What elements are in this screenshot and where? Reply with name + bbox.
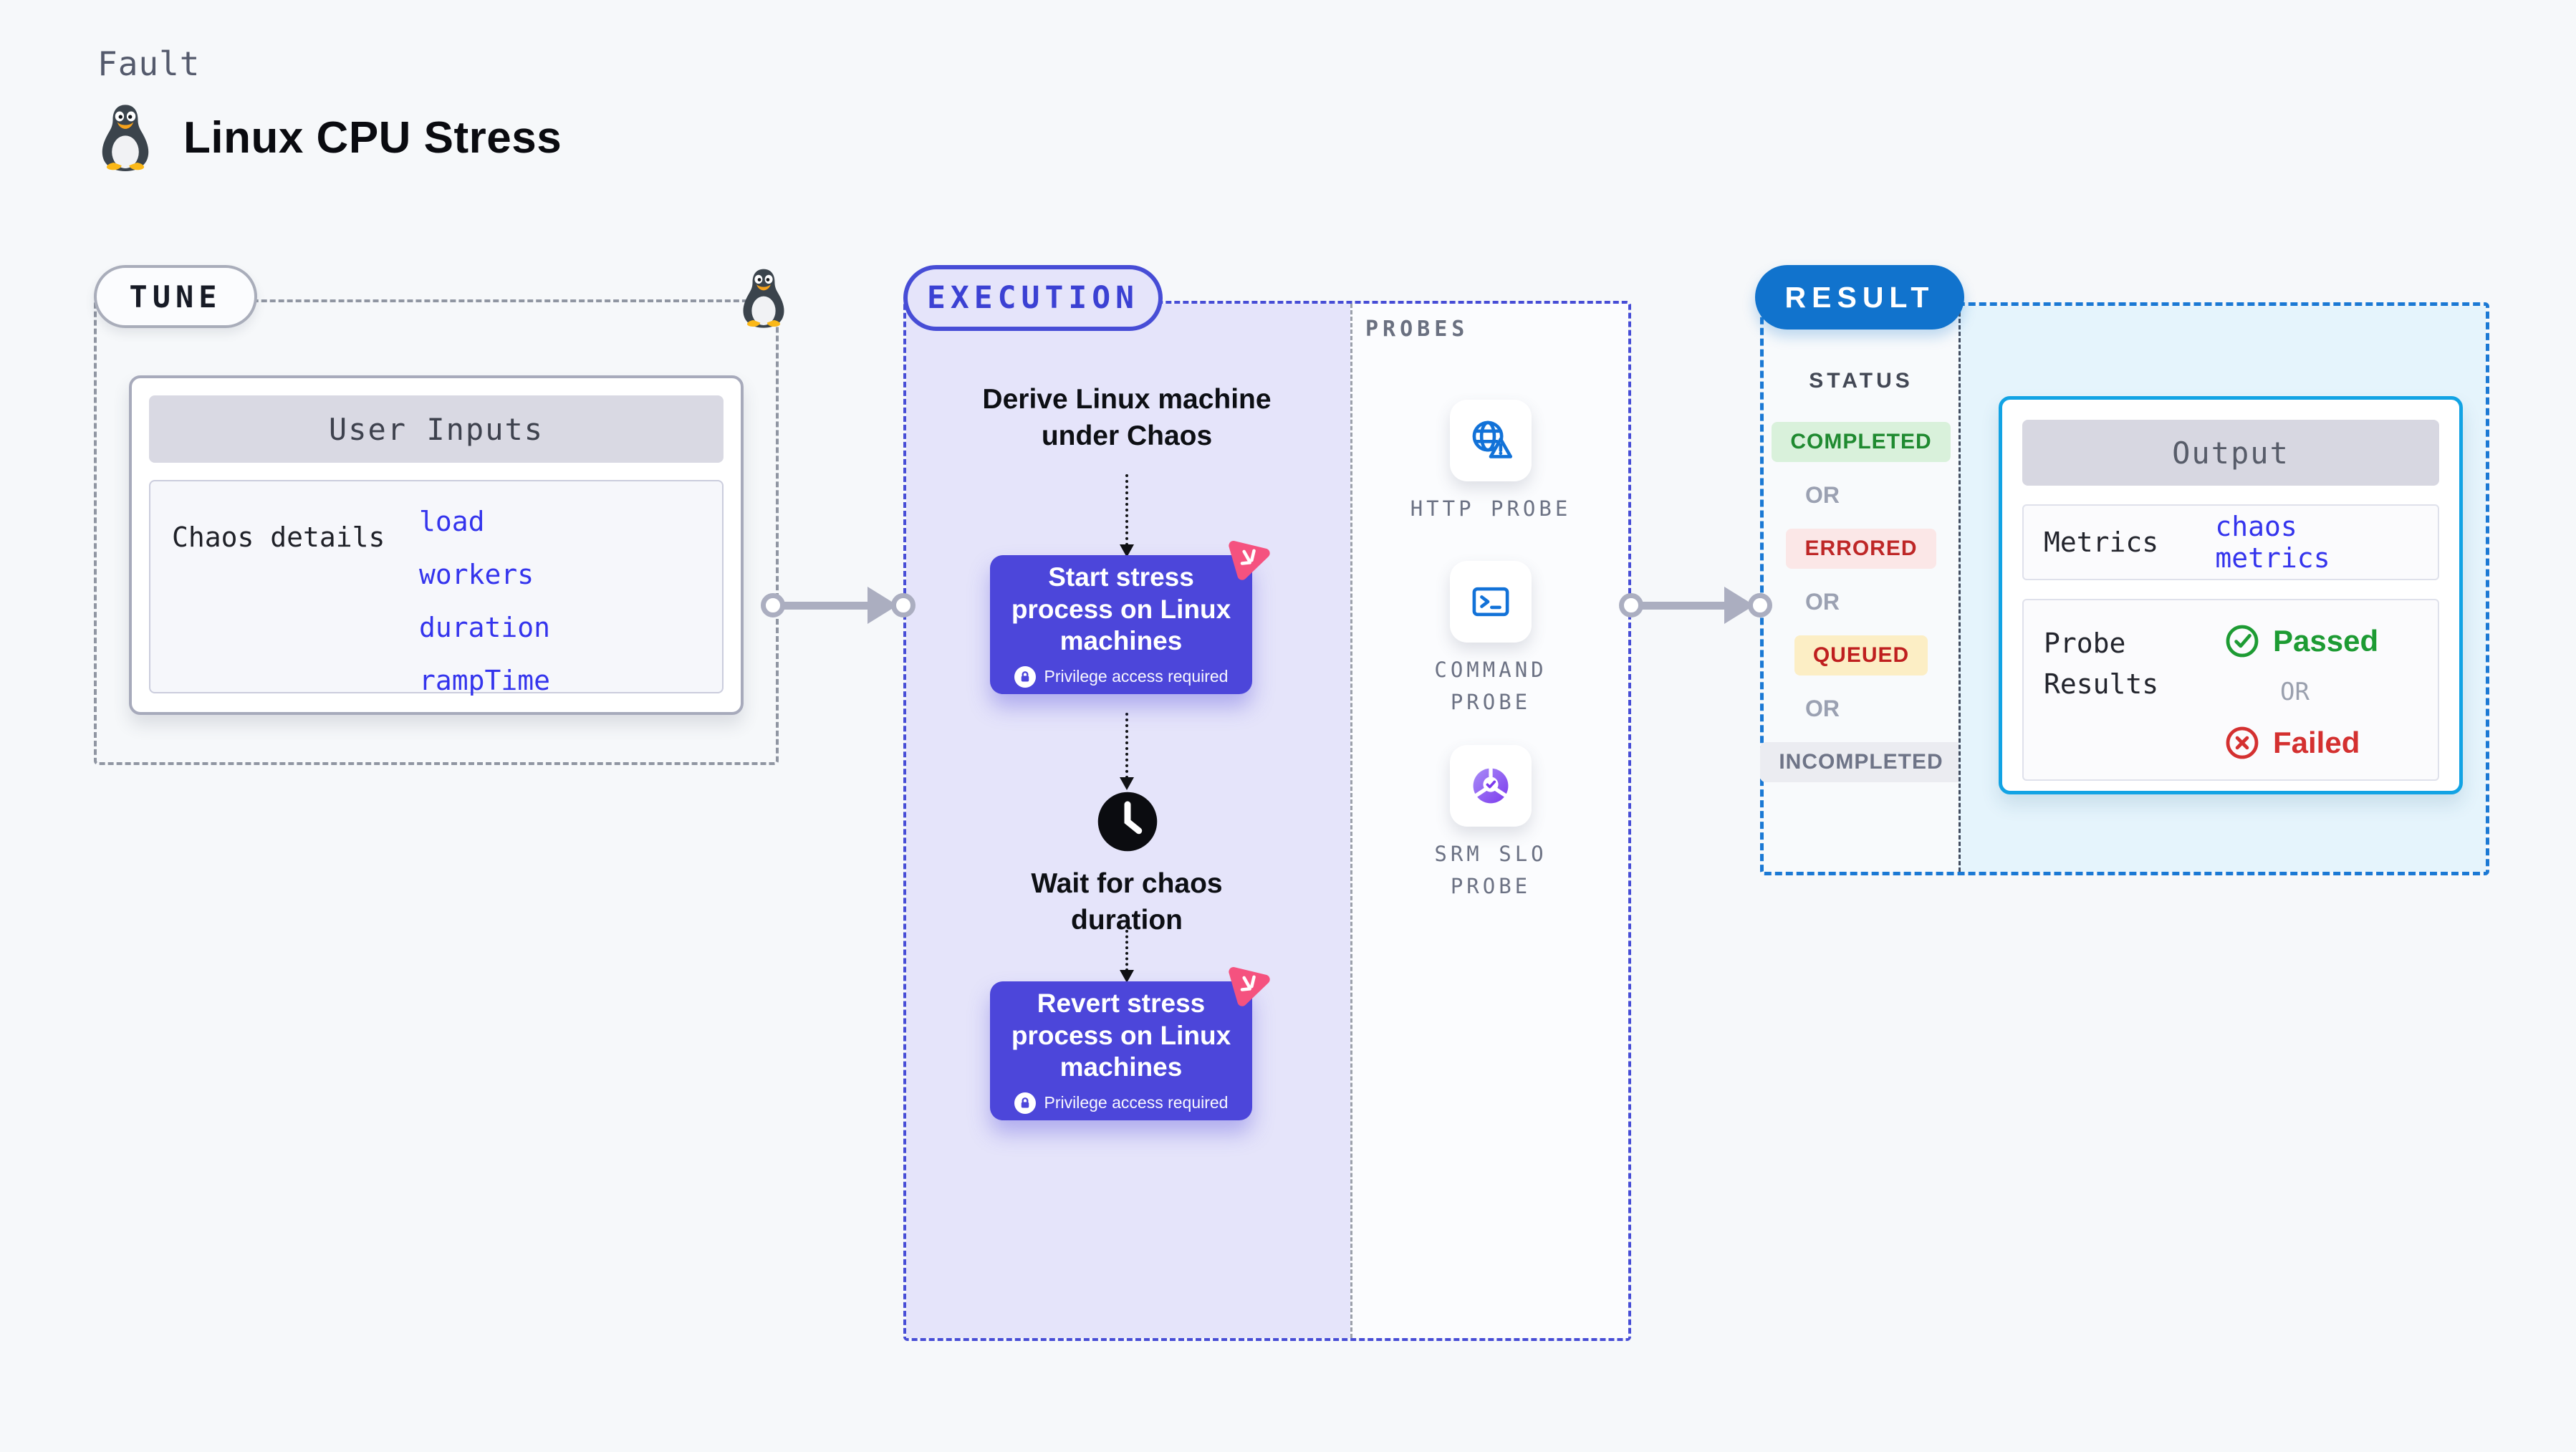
http-probe-label: HTTP PROBE (1410, 496, 1572, 521)
status-badge-queued: QUEUED (1794, 635, 1928, 675)
chaos-details-links: load workers duration rampTime (419, 506, 551, 696)
metrics-label: Metrics (2044, 526, 2159, 558)
status-title: STATUS (1809, 369, 1913, 393)
command-probe-card[interactable] (1450, 561, 1532, 643)
failed-label: Failed (2273, 726, 2360, 759)
execution-to-result-arrow (1631, 602, 1724, 610)
result-section-label: RESULT (1755, 265, 1964, 330)
status-badge-completed: COMPLETED (1772, 422, 1951, 462)
privilege-badge-text: Privilege access required (1044, 667, 1229, 686)
srm-slo-probe-card[interactable] (1450, 745, 1532, 827)
globe-alert-icon (1467, 417, 1514, 464)
privilege-badge: Privilege access required (1014, 1092, 1229, 1114)
user-inputs-card: User Inputs Chaos details load workers d… (129, 375, 744, 715)
start-stress-title: Start stress process on Linux machines (1011, 562, 1231, 656)
status-or: OR (1805, 589, 1840, 615)
privilege-badge: Privilege access required (1014, 666, 1229, 688)
wait-duration-text: Wait for chaos duration (1031, 868, 1223, 936)
chaos-details-panel: Chaos details load workers duration ramp… (149, 480, 724, 696)
tune-to-execution-arrow (773, 602, 868, 610)
status-badge-errored: ERRORED (1786, 529, 1936, 569)
flow-arrow-3 (1120, 930, 1134, 983)
revert-stress-node[interactable]: Revert stress process on Linux machines … (990, 981, 1252, 1120)
passed-label: Passed (2273, 624, 2379, 658)
wait-clock-icon (1095, 789, 1160, 854)
status-or: OR (1805, 482, 1840, 508)
probe-results-row: Probe Results Passed OR Failed (2022, 599, 2439, 781)
privilege-badge-text: Privilege access required (1044, 1093, 1229, 1112)
link-duration[interactable]: duration (419, 612, 551, 643)
status-column: STATUS COMPLETED OR ERRORED OR QUEUED OR… (1760, 306, 1962, 872)
user-inputs-title: User Inputs (149, 395, 724, 463)
start-stress-node[interactable]: Start stress process on Linux machines P… (990, 555, 1252, 694)
status-or: OR (1805, 696, 1840, 721)
chaos-metrics-link[interactable]: chaos metrics (2215, 511, 2330, 574)
chaos-logo-icon (1225, 961, 1271, 1007)
status-badge-incompleted: INCOMPLETED (1760, 742, 1962, 782)
metrics-row: Metrics chaos metrics (2022, 504, 2439, 580)
link-workers[interactable]: workers (419, 559, 534, 590)
lock-icon (1014, 1092, 1036, 1114)
tune-section-box (94, 299, 779, 765)
revert-stress-title: Revert stress process on Linux machines (1011, 989, 1231, 1082)
probe-results-or: OR (2280, 678, 2310, 706)
page-header: Linux CPU Stress (95, 102, 562, 173)
terminal-icon (1467, 578, 1514, 625)
execution-output-port (1619, 593, 1643, 617)
probes-section-label: PROBES (1365, 317, 1469, 342)
http-probe-card[interactable] (1450, 400, 1532, 481)
flow-arrow-2 (1120, 713, 1134, 790)
check-circle-icon (2224, 623, 2260, 659)
execution-section-label: EXECUTION (903, 265, 1163, 331)
derive-machine-text: Derive Linux machine under Chaos (982, 384, 1272, 452)
output-card: Output Metrics chaos metrics Probe Resul… (1999, 396, 2463, 794)
execution-input-port (891, 593, 915, 617)
lock-icon (1014, 666, 1036, 688)
chaos-details-label: Chaos details (172, 521, 385, 553)
x-circle-icon (2224, 725, 2260, 761)
result-input-port (1748, 593, 1772, 617)
failed-item: Failed (2224, 725, 2378, 761)
linux-tux-icon (95, 102, 156, 173)
tune-output-port (761, 593, 785, 617)
chaos-logo-icon (1225, 535, 1271, 581)
srm-slo-probe-label: SRM SLO PROBE (1434, 842, 1547, 898)
page-title: Linux CPU Stress (183, 112, 562, 163)
output-title: Output (2022, 420, 2439, 486)
link-load[interactable]: load (419, 506, 485, 537)
probe-results-values: Passed OR Failed (2224, 623, 2378, 761)
link-ramptime[interactable]: rampTime (419, 665, 551, 696)
passed-item: Passed (2224, 623, 2378, 659)
fault-kicker: Fault (97, 44, 201, 83)
linux-tux-icon-small (736, 266, 791, 330)
command-probe-label: COMMAND PROBE (1434, 658, 1547, 714)
slo-pie-icon (1467, 762, 1514, 809)
probe-results-label: Probe Results (2044, 628, 2159, 700)
flow-arrow-1 (1120, 474, 1134, 557)
tune-section-label: TUNE (94, 265, 257, 328)
